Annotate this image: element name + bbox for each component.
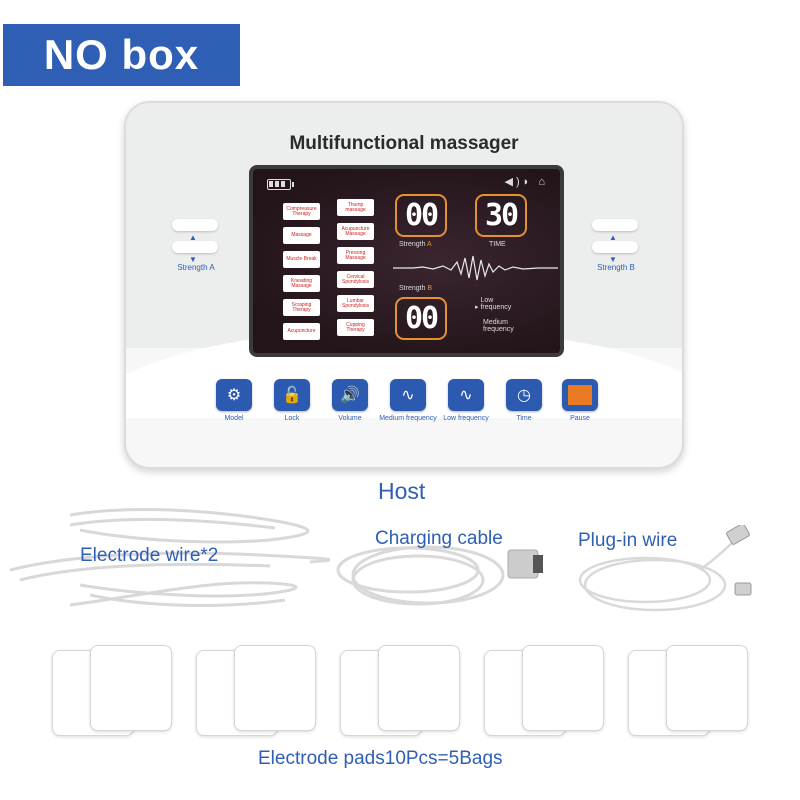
strength-a-label: Strength A <box>177 263 215 272</box>
lock-button[interactable]: 🔓 <box>274 379 310 411</box>
device-title: Multifunctional massager <box>289 133 519 154</box>
control-label: Volume <box>338 415 362 422</box>
control-label: Time <box>516 415 532 422</box>
electrode-pad <box>378 645 460 731</box>
waveform-icon: ∿ <box>459 387 473 404</box>
time-display: 30 <box>475 194 527 237</box>
medium-frequency-button[interactable]: ∿ <box>390 379 426 411</box>
mode-label: Cupping Therapy <box>337 319 374 336</box>
electrode-pad <box>234 645 316 731</box>
massager-device: Multifunctional massager ◀)◗ ⌂ Compreasu… <box>124 101 684 469</box>
lock-icon: 🔓 <box>282 387 302 404</box>
control-label: Model <box>224 415 244 422</box>
mode-label: Massage <box>283 227 320 244</box>
plugin-wire-caption: Plug-in wire <box>578 530 678 551</box>
volume-icon: 🔊 <box>340 387 360 404</box>
electrode-pad <box>90 645 172 731</box>
time-display-label: TIME <box>489 241 506 248</box>
strength-b-label: Strength B <box>597 263 635 272</box>
waveform-icon: ∿ <box>401 387 415 404</box>
mode-label: Kneading Massage <box>283 275 320 292</box>
mode-label: Lumbar Spondylosis <box>337 295 374 312</box>
electrode-pad <box>666 645 748 731</box>
electrode-pad <box>522 645 604 731</box>
mode-label: Compreasure Therapy <box>283 203 320 220</box>
clock-icon: ◷ <box>517 387 531 404</box>
host-caption: Host <box>378 478 426 504</box>
model-button[interactable]: ⚙ <box>216 379 252 411</box>
strength-b-control: ▲ ▼ Strength B <box>592 219 640 272</box>
low-frequency-button[interactable]: ∿ <box>448 379 484 411</box>
arrow-down-icon: ▼ <box>189 255 197 264</box>
control-label: Medium frequency <box>379 415 437 422</box>
strength-a-up-button[interactable] <box>172 219 218 231</box>
mode-label: Thump massage <box>337 199 374 216</box>
no-box-badge: NO box <box>3 24 240 86</box>
volume-button[interactable]: 🔊 <box>332 379 368 411</box>
time-button[interactable]: ◷ <box>506 379 542 411</box>
gear-icon: ⚙ <box>226 387 242 404</box>
strength-b-display: 00 <box>395 297 447 340</box>
control-label: Pause <box>570 415 590 422</box>
arrow-down-icon: ▼ <box>609 255 617 264</box>
control-label: Low frequency <box>443 415 489 422</box>
electrode-wire-caption: Electrode wire*2 <box>80 545 219 566</box>
pause-button[interactable] <box>562 379 598 411</box>
strength-a-control: ▲ ▼ Strength A <box>172 219 220 272</box>
mode-label: Acupuncture Massage <box>337 223 374 240</box>
mode-label: Acupuncture <box>283 323 320 340</box>
control-label: Lock <box>284 415 300 422</box>
mode-label: Scraping Therapy <box>283 299 320 316</box>
strength-b-up-button[interactable] <box>592 219 638 231</box>
medium-frequency-indicator: Medium frequency <box>483 319 514 333</box>
strength-a-display: 00 <box>395 194 447 237</box>
strength-b-display-label: Strength B <box>399 285 433 292</box>
charging-cable-image <box>336 545 543 606</box>
mode-label: Pressing Massage <box>337 247 374 264</box>
strength-b-down-button[interactable] <box>592 241 638 253</box>
mode-label: Cervical Spondylosis <box>337 271 374 288</box>
waveform-graphic <box>393 255 558 281</box>
battery-icon <box>267 179 294 190</box>
electrode-pads-caption: Electrode pads10Pcs=5Bags <box>258 748 503 769</box>
strength-a-display-label: Strength A <box>399 241 432 248</box>
charging-cable-caption: Charging cable <box>375 528 503 549</box>
sound-lock-icons: ◀)◗ ⌂ <box>504 176 548 188</box>
arrow-up-icon: ▲ <box>609 233 617 242</box>
mode-label: Muscle Break <box>283 251 320 268</box>
electrode-wire-image <box>10 508 330 607</box>
low-frequency-indicator: ▸ Low frequency <box>475 297 512 311</box>
plugin-wire-image <box>578 525 752 612</box>
strength-a-down-button[interactable] <box>172 241 218 253</box>
arrow-up-icon: ▲ <box>189 233 197 242</box>
